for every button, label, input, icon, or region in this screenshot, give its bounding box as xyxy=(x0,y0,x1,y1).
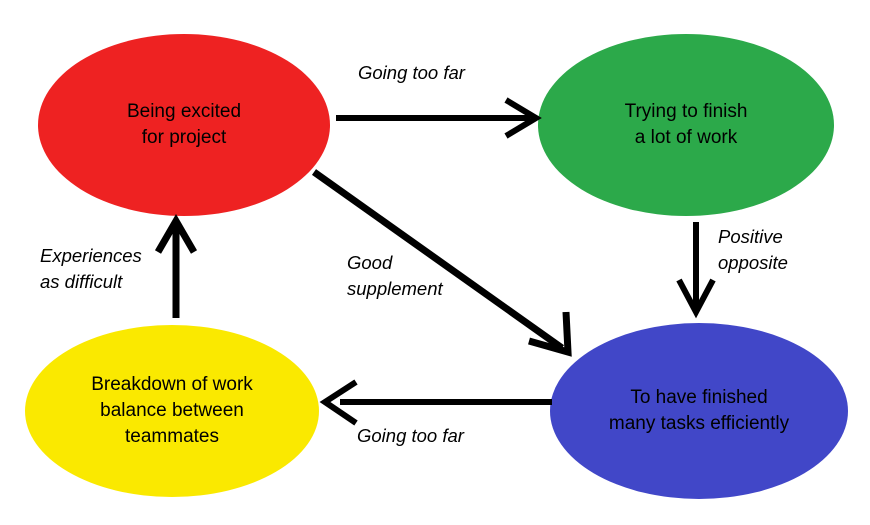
arrowhead-up-icon xyxy=(154,214,198,254)
arrowhead-left-icon xyxy=(319,379,358,426)
edge-finish-work-to-finished-tasks xyxy=(676,222,716,319)
edge-excited-to-finished-tasks xyxy=(311,169,572,357)
node-finish-work[interactable] xyxy=(538,34,834,216)
edge-excited-to-finish-work xyxy=(336,97,542,139)
edge-breakdown-to-excited xyxy=(154,214,198,318)
node-excited[interactable] xyxy=(38,34,330,216)
node-finished-tasks[interactable] xyxy=(550,323,848,499)
arrowhead-diagonal-icon xyxy=(528,311,572,357)
node-breakdown[interactable] xyxy=(25,325,319,497)
arrowhead-right-icon xyxy=(504,97,542,139)
edge-finished-tasks-to-breakdown xyxy=(319,379,552,426)
arrowhead-down-icon xyxy=(676,278,716,319)
